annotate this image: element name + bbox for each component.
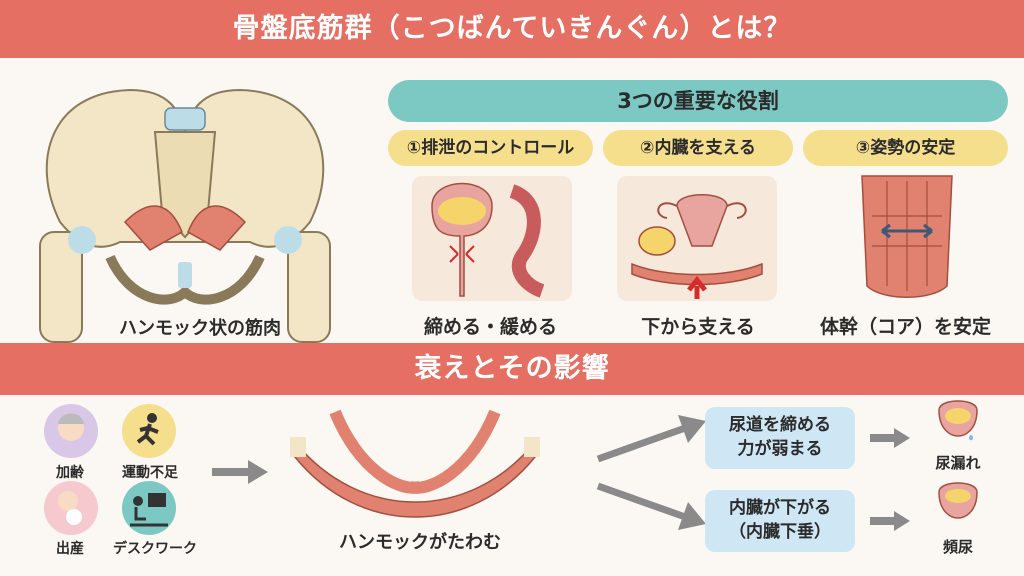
core-muscle-illustration [861, 175, 953, 298]
sagging-hammock-illustration [290, 409, 540, 518]
cause-aging: 加齢 [56, 465, 84, 481]
result-frequent-urination: 頻尿 [942, 538, 973, 556]
roles-heading: 3つの重要な役割 [388, 80, 1008, 122]
pelvis-illustration [39, 88, 331, 343]
arrow-down-right-icon [596, 482, 706, 530]
pelvis-caption: ハンモック状の筋肉 [119, 318, 281, 339]
result-incontinence: 尿漏れ [935, 454, 981, 472]
effect-prolapse-line1: 内臓が下がる [729, 498, 831, 518]
cause-inactivity: 運動不足 [122, 465, 178, 481]
arrow-right-icon [212, 460, 268, 484]
mother-baby-icon [44, 481, 98, 535]
role-label-posture: ③姿勢の安定 [803, 130, 1008, 166]
leaking-bladder-icon [938, 400, 978, 441]
cause-childbirth: 出産 [56, 541, 84, 557]
effect-box-prolapse: 内臓が下がる （内臓下垂） [705, 490, 855, 552]
bladder-illustration [412, 176, 572, 301]
effect-box-urethra: 尿道を締める 力が弱まる [705, 407, 855, 469]
effect-urethra-line1: 尿道を締める [729, 415, 831, 435]
running-icon [122, 404, 176, 458]
effect-urethra-line2: 力が弱まる [737, 439, 823, 459]
uterus-illustration [617, 176, 777, 301]
role-label-organ-support: ②内臓を支える [603, 130, 793, 166]
effect-prolapse-line2: （内臓下垂） [729, 522, 831, 542]
desk-work-icon [122, 481, 176, 535]
arrow-right-icon [870, 428, 910, 448]
bladder-icon [938, 482, 978, 519]
role-caption-posture: 体幹（コア）を安定 [819, 316, 991, 338]
cause-desk-work: デスクワーク [113, 541, 197, 557]
role-caption-excretion: 締める・緩める [423, 316, 557, 338]
arrow-right-icon [870, 511, 910, 531]
arrow-up-right-icon [596, 415, 706, 463]
role-label-excretion: ①排泄のコントロール [388, 130, 593, 166]
elderly-icon [44, 404, 98, 458]
hammock-caption: ハンモックがたわむ [339, 532, 501, 553]
role-caption-organ-support: 下から支える [641, 316, 755, 338]
title-banner: 骨盤底筋群（こつばんていきんぐん）とは？ [0, 0, 1024, 58]
decline-banner: 衰えとその影響 [0, 343, 1024, 395]
